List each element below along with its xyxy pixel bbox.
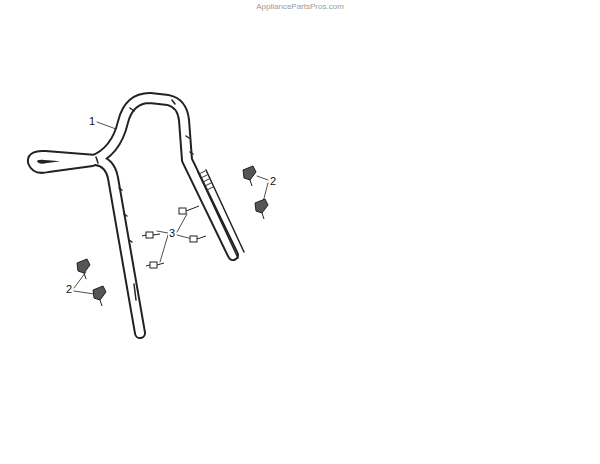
leader-lines xyxy=(74,122,268,294)
tube-marks xyxy=(96,100,193,300)
lower-handle-section xyxy=(198,170,244,258)
callout-number: 2 xyxy=(65,283,73,295)
bolts xyxy=(142,206,206,268)
callout-number: 1 xyxy=(88,115,96,127)
grip-hatching xyxy=(199,171,213,190)
handle-tube-outline xyxy=(33,98,233,333)
knobs xyxy=(77,166,268,306)
callout-number: 3 xyxy=(168,227,176,239)
callout-number: 2 xyxy=(269,175,277,187)
handle-tube-fill xyxy=(33,98,233,333)
watermark: AppliancePartsPros.com xyxy=(255,2,345,11)
